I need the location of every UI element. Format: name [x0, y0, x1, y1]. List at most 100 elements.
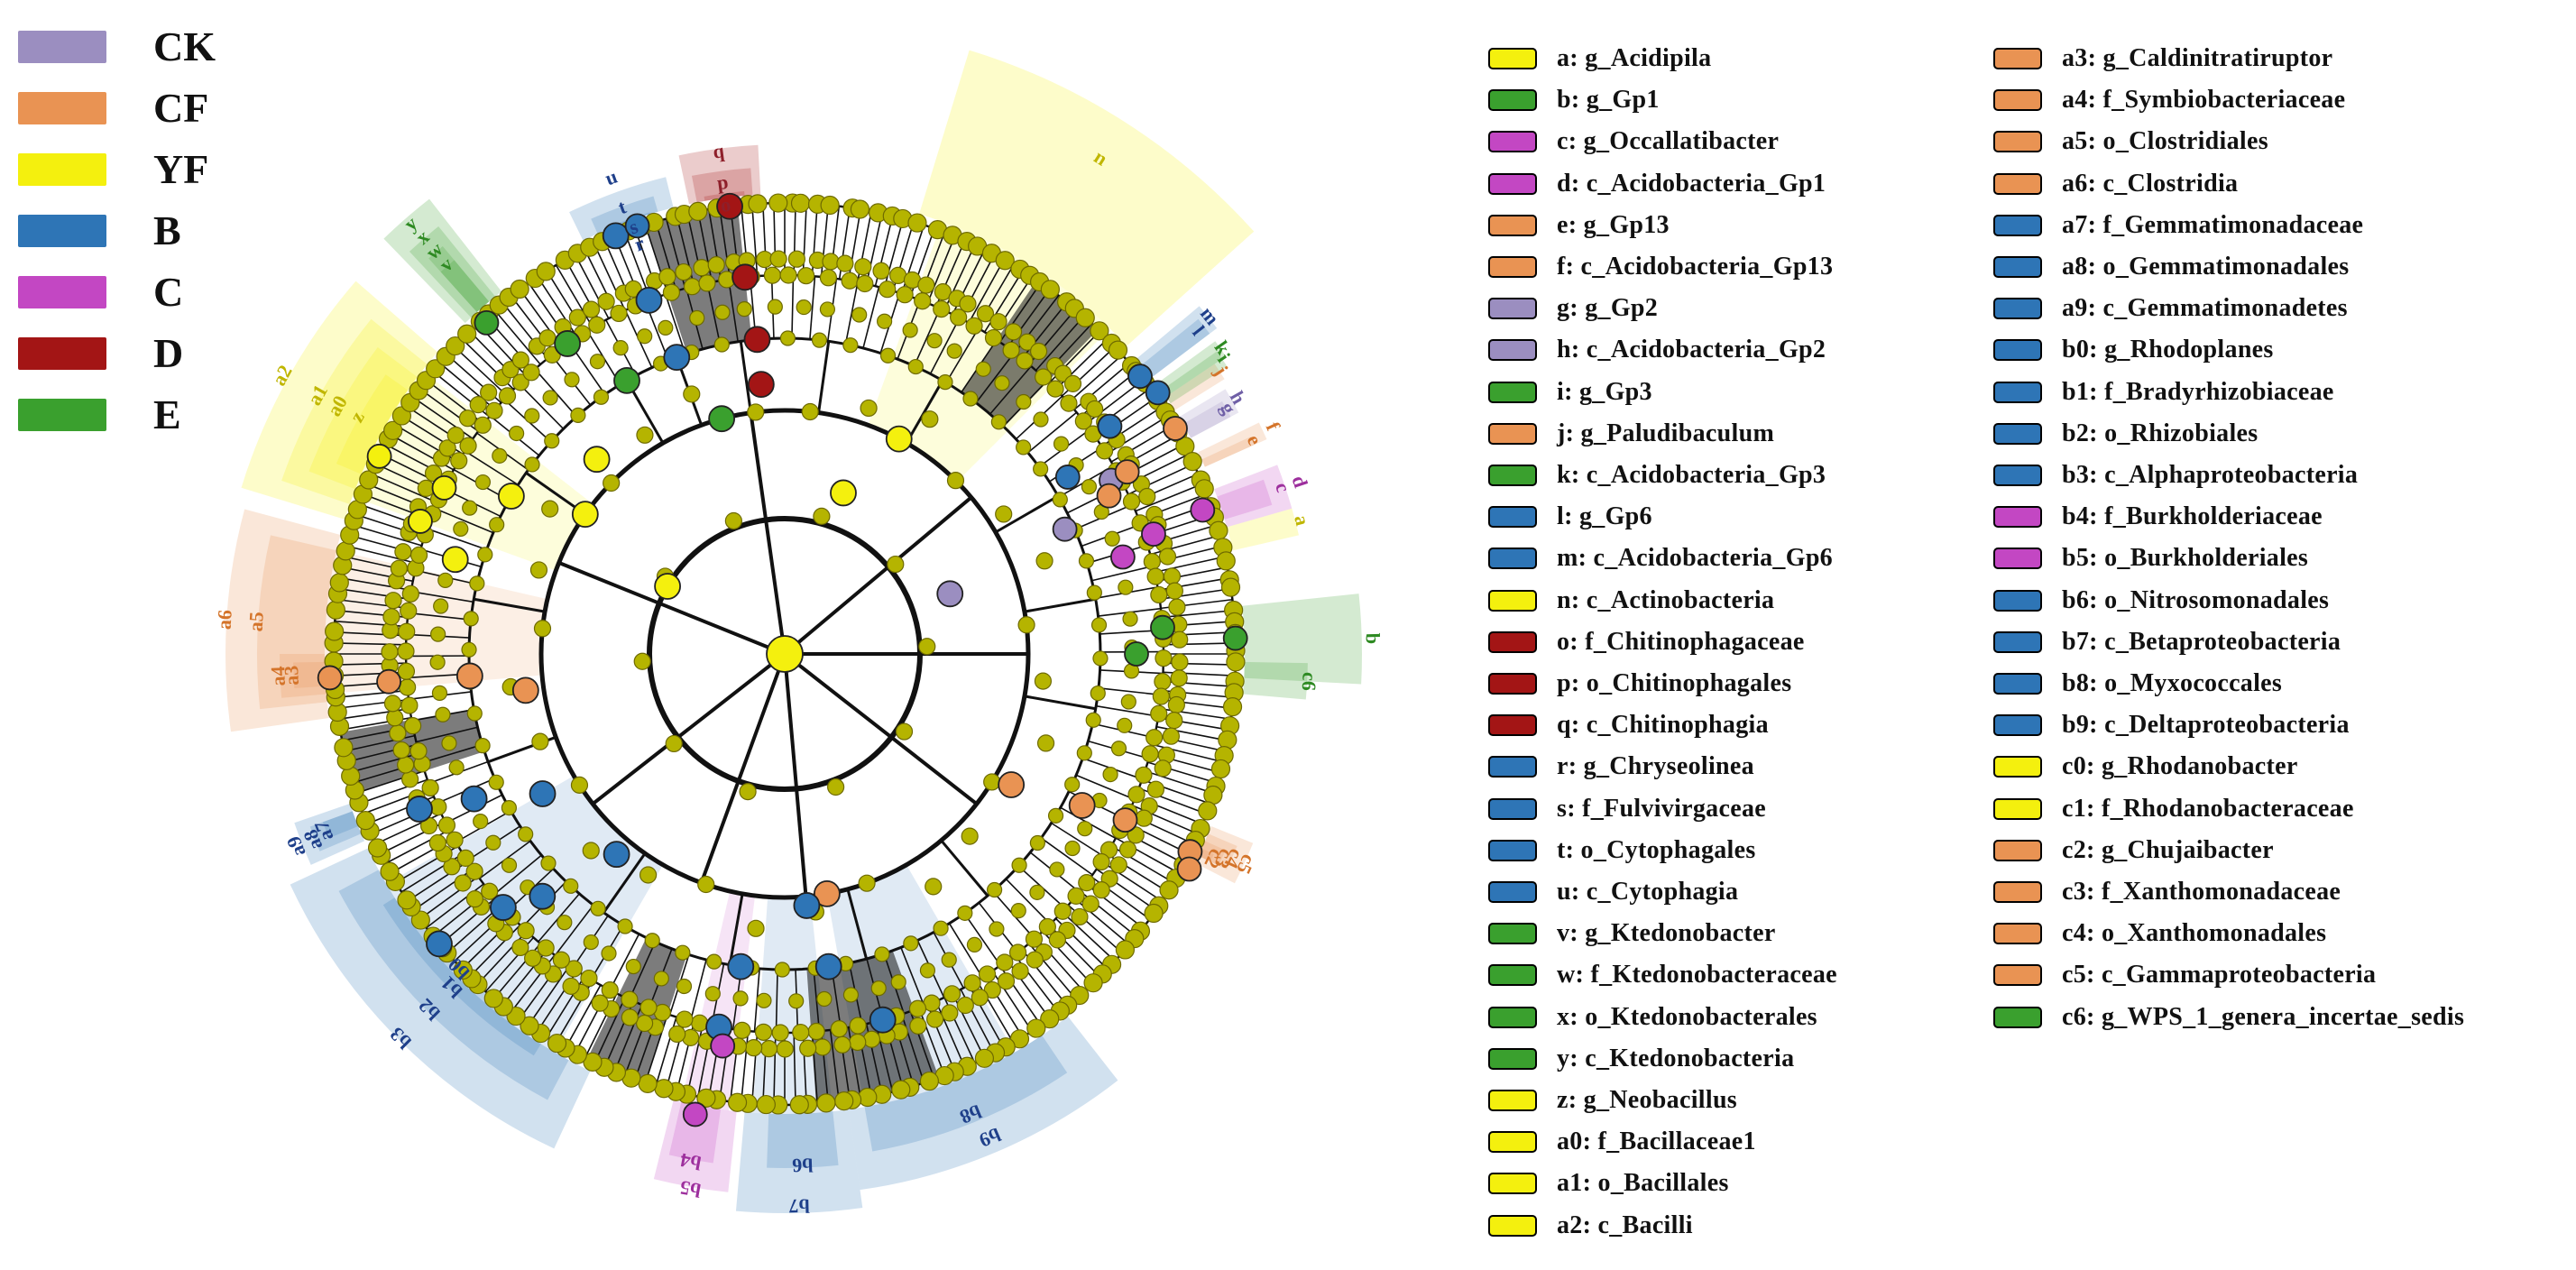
- background-node: [552, 951, 570, 969]
- background-node: [435, 706, 451, 722]
- phylum-branch: [783, 495, 973, 656]
- taxon-label: z: g_Neobacillus: [1557, 1086, 1738, 1114]
- taxon-label: x: o_Ktedonobacterales: [1557, 1002, 1817, 1031]
- background-node: [797, 267, 815, 285]
- clade-letter-label: b: [1362, 632, 1385, 644]
- background-node: [382, 608, 400, 626]
- background-node: [926, 333, 943, 349]
- biomarker-node: [1190, 497, 1216, 523]
- clade-highlight-a: [1227, 508, 1300, 551]
- taxon-color-swatch: [1488, 89, 1537, 112]
- background-node: [1165, 582, 1183, 600]
- background-node: [557, 915, 573, 931]
- background-node: [739, 783, 757, 801]
- genus-branch: [929, 318, 961, 374]
- taxon-legend-item: o: f_Chitinophagaceae: [1488, 621, 1805, 663]
- taxon-label: a1: o_Bacillales: [1557, 1169, 1729, 1198]
- taxon-label: n: c_Actinobacteria: [1557, 585, 1775, 614]
- background-node: [564, 372, 580, 388]
- background-node: [531, 732, 549, 750]
- taxon-label: b0: g_Rhodoplanes: [2062, 336, 2274, 364]
- background-node: [683, 385, 701, 403]
- background-node: [756, 1094, 776, 1115]
- taxon-color-swatch: [1993, 339, 2042, 362]
- class-branch: [1024, 695, 1096, 711]
- clade-highlight-a5: [257, 535, 337, 710]
- taxon-label: a8: o_Gemmatimonadales: [2062, 253, 2350, 281]
- background-node: [389, 724, 407, 742]
- background-node: [850, 199, 870, 219]
- clade-highlight-f: [1198, 422, 1267, 467]
- clade-highlight-p: [691, 168, 753, 203]
- clade-highlight-y: [383, 198, 502, 324]
- background-node: [1135, 766, 1153, 784]
- background-node: [983, 980, 1001, 999]
- background-node: [426, 359, 446, 379]
- group-color-swatch: [18, 399, 106, 431]
- class-branch: [728, 893, 744, 965]
- taxon-label: y: c_Ktedonobacteria: [1557, 1044, 1795, 1072]
- background-node: [617, 918, 633, 934]
- genus-branch: [609, 934, 640, 990]
- background-node: [996, 953, 1014, 971]
- background-node: [589, 354, 606, 370]
- biomarker-node: [635, 286, 663, 314]
- background-node: [799, 1039, 817, 1057]
- taxon-color-swatch: [1993, 1006, 2042, 1028]
- taxon-legend-item: g: g_Gp2: [1488, 288, 1658, 329]
- background-node: [724, 511, 742, 530]
- taxon-color-swatch: [1993, 964, 2042, 987]
- taxon-legend-item: c4: o_Xanthomonadales: [1993, 913, 2326, 954]
- biomarker-node: [793, 892, 821, 919]
- background-node: [811, 332, 828, 348]
- background-node: [995, 505, 1013, 523]
- background-node: [989, 313, 1007, 331]
- taxon-color-swatch: [1488, 339, 1537, 362]
- background-node: [1115, 940, 1136, 960]
- genus-branch: [1096, 704, 1159, 717]
- background-node: [653, 971, 669, 987]
- biomarker-node: [366, 443, 392, 469]
- background-node: [1081, 895, 1099, 913]
- biomarker-node: [1176, 856, 1202, 882]
- background-node: [833, 1035, 851, 1054]
- biomarker-node: [408, 509, 433, 534]
- genus-branch: [492, 854, 542, 897]
- background-node: [842, 987, 860, 1003]
- background-node: [668, 1025, 686, 1044]
- genus-branch: [1098, 687, 1162, 696]
- background-node: [386, 709, 404, 727]
- background-node: [946, 343, 962, 359]
- background-node: [961, 827, 979, 845]
- clade-highlight-g: [1182, 401, 1231, 438]
- background-node: [428, 833, 446, 852]
- background-node: [485, 401, 503, 419]
- background-node: [836, 254, 854, 272]
- background-node: [790, 193, 811, 213]
- background-node: [1053, 902, 1072, 920]
- background-node: [580, 969, 598, 988]
- leaf-branch: [528, 965, 571, 1026]
- background-node: [918, 638, 936, 656]
- clade-highlight-q: [678, 144, 761, 205]
- background-node: [394, 543, 412, 561]
- background-node: [827, 778, 845, 796]
- taxon-color-swatch: [1993, 548, 2042, 570]
- clade-highlight-a1: [281, 318, 428, 504]
- background-node: [485, 834, 501, 851]
- clade-highlight-u: [569, 177, 674, 241]
- background-node: [401, 584, 419, 603]
- biomarker-node: [431, 474, 457, 501]
- taxon-legend-item: d: c_Acidobacteria_Gp1: [1488, 163, 1826, 205]
- background-node: [986, 881, 1003, 898]
- background-node: [625, 958, 641, 975]
- background-node: [697, 875, 715, 894]
- taxon-label: b2: o_Rhizobiales: [2062, 419, 2259, 447]
- background-node: [819, 269, 838, 287]
- background-node: [974, 1048, 995, 1068]
- background-node: [443, 858, 461, 876]
- genus-branch: [1027, 411, 1078, 454]
- background-node: [421, 778, 439, 797]
- background-node: [524, 949, 542, 967]
- background-node: [570, 776, 589, 794]
